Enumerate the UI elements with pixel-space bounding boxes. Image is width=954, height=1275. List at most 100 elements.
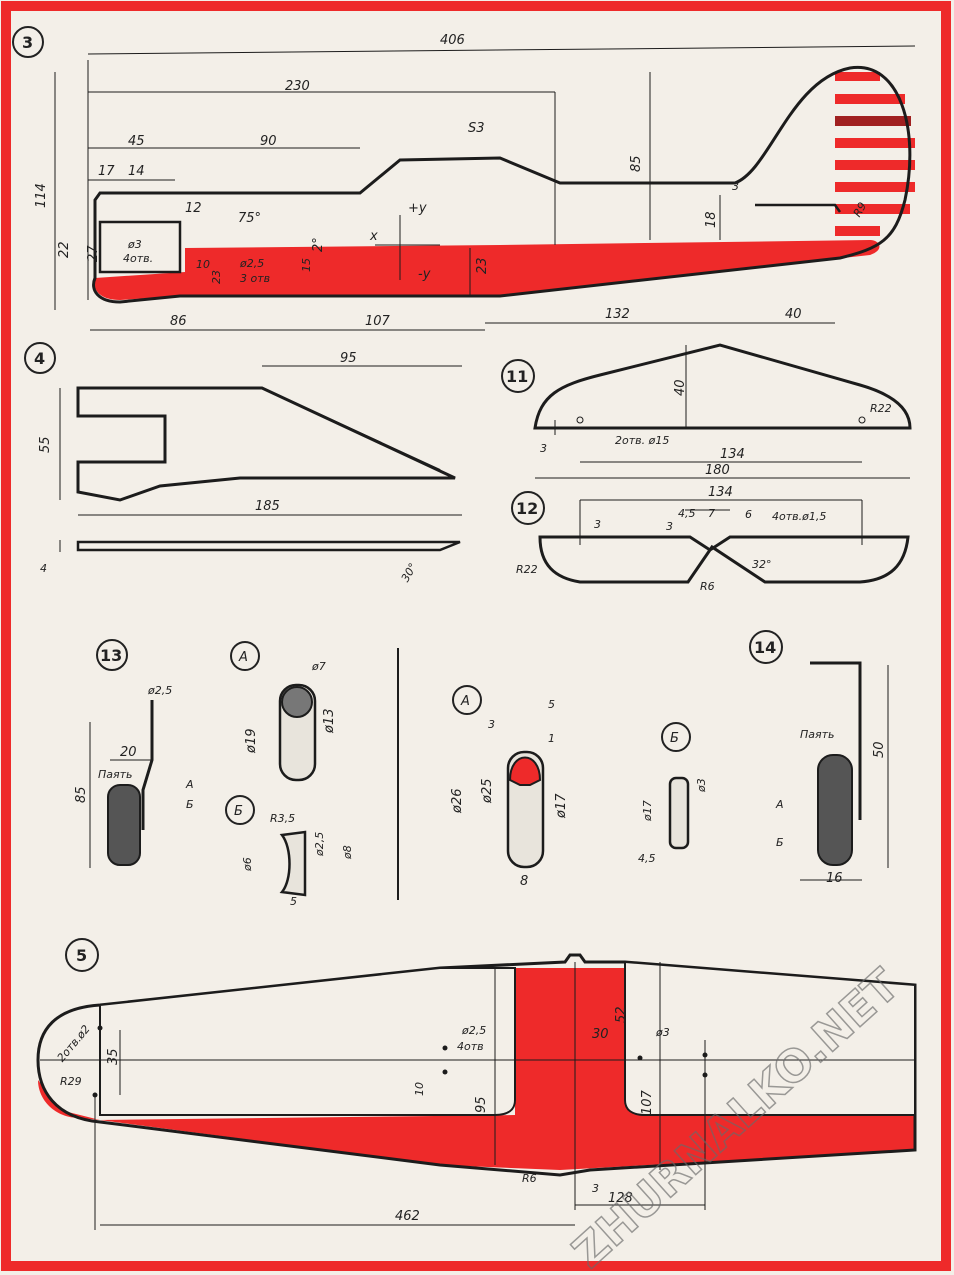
fig11-hole-right [858,416,866,424]
detail-a2-dim-3: 3 [488,718,495,731]
fig11-dim-40: 40 [673,379,688,396]
fig5-hole-1 [442,1045,448,1051]
detail-b2-label: Б [670,731,679,746]
fig11-radius-22: R22 [870,402,892,415]
fig3-dim-17: 17 [98,164,115,179]
fig3-outline [92,65,912,304]
fig3-hole-diam-25: ø2,5 [239,257,264,270]
fig3-dim-10: 10 [196,258,210,271]
fig12-number: 12 [516,499,538,518]
fig12-dim-134: 134 [708,485,733,500]
fig11-holes: 2отв. ø15 [615,434,669,447]
detail-a1-diam-13: ø13 [322,709,337,735]
detail-b2-shape [668,776,690,850]
fig5-dim-3: 3 [592,1182,599,1195]
fig12-dim-45: 4,5 [678,507,696,520]
fig5-number-circle [65,938,99,972]
fig5-radius-6: R6 [522,1172,537,1185]
fig3-angle-2: 2° [311,237,326,252]
detail-a1-circle [230,641,260,671]
detail-b2-circle [661,722,691,752]
fig5-dim-462: 462 [395,1209,420,1224]
fig14-number-circle [749,630,783,664]
fig11-dimension-lines [535,345,910,479]
detail-b2-diam-3: ø3 [695,778,708,793]
fig14-dimension-lines [800,665,889,881]
fig5-hole-3 [702,1052,708,1058]
fig13-dim-20: 20 [120,745,137,760]
fig14-dim-50: 50 [872,741,887,758]
fig11-dim-180: 180 [705,463,730,478]
detail-b1-shape [279,830,307,897]
fig4-number: 4 [34,349,45,368]
fig4-number-circle [24,342,56,374]
detail-b2-dim-45: 4,5 [638,852,656,865]
fig12-dim-3a: 3 [594,518,601,531]
fig3-dim-114: 114 [34,183,49,208]
fig3-dim-3: 3 [732,180,739,193]
fig3-dim-12: 12 [185,201,202,216]
detail-b-hub: Б ø3 ø17 4,5 [638,722,708,865]
figure-12-stabilizer-front: 12 134 3 3 4,5 7 6 4отв.ø1,5 32° R22 R6 [511,485,910,593]
detail-a2-tire [508,756,542,786]
detail-b-bushing: Б R3,5 ø6 ø2,5 ø8 5 [225,795,354,908]
fig12-dimension-lines [579,499,863,545]
fig3-dimension-lines [54,45,916,331]
fig14-dim-16: 16 [826,871,843,886]
detail-b1-dim-5: 5 [290,895,297,908]
detail-b1-circle [225,795,255,825]
fig3-dim-14: 14 [128,164,145,179]
fig5-radius-29: R29 [60,1075,82,1088]
fig4-dim-185: 185 [255,499,280,514]
fig14-label-a: А [775,798,784,811]
fig3-dim-406: 406 [440,33,465,48]
fig3-dim-27: 27 [86,245,101,262]
fig3-slot [98,220,182,274]
fig3-hole-count: 4отв. [123,252,153,265]
fig4-bevel [261,387,441,471]
fig3-dim-45: 45 [128,134,145,149]
fig11-number: 11 [506,367,528,386]
figure-3-fuselage: 3 [12,26,916,331]
fig13-number-circle [96,639,128,671]
fig5-hole-count-4: 4отв [457,1040,484,1053]
fig14-wheel [817,754,853,866]
fig3-dim-15: 15 [300,258,313,272]
fig5-hole-7 [97,1025,103,1031]
detail-a-small-wheel: А ø7 ø19 ø13 [230,641,337,782]
fig13-dim-85: 85 [74,786,89,803]
fig11-dim-3: 3 [540,442,547,455]
fig5-dim-52: 52 [614,1006,629,1023]
fig5-hole-2 [442,1069,448,1075]
fig5-hole-5 [637,1055,643,1061]
detail-a1-diam-7: ø7 [311,660,326,673]
fig14-solder: Паять [800,728,835,741]
detail-b1-label: Б [234,804,243,819]
detail-b1-diam-8: ø8 [341,845,354,860]
fig13-solder: Паять [98,768,133,781]
detail-a2-diam-17: ø17 [554,793,569,819]
fig3-dim-23a: 23 [210,270,223,284]
fig11-number-circle [501,359,535,393]
detail-a2-dim-8: 8 [520,874,528,889]
fig5-red-spar [100,968,915,1170]
fig5-dim-128: 128 [608,1191,633,1206]
fig3-hole-diam: ø3 [127,238,142,251]
fig3-angle-75: 75° [238,211,261,226]
fig3-dim-86: 86 [170,314,187,329]
fig5-tip-holes: 2отв.ø2 [55,1023,93,1065]
figure-14-wheel-strut: 14 Паять 50 А Б 16 [749,630,889,886]
fig14-label-b: Б [776,836,784,849]
fig3-red-belly [94,240,880,300]
figure-13-wheel-strut: 13 ø2,5 20 Паять 85 А Б [74,639,194,868]
detail-b1-diam-25: ø2,5 [313,832,326,857]
fig5-hole-diam-3: ø3 [655,1026,670,1039]
fig12-angle-32: 32° [752,558,772,571]
fig5-dim-30: 30 [592,1027,609,1042]
fig12-dim-7: 7 [708,507,715,520]
figure-4-wing-mount: 4 95 55 185 4 30° [24,342,462,584]
fig14-number: 14 [754,638,776,657]
fig3-dim-18: 18 [704,211,719,228]
fig5-dim-95: 95 [474,1096,489,1113]
